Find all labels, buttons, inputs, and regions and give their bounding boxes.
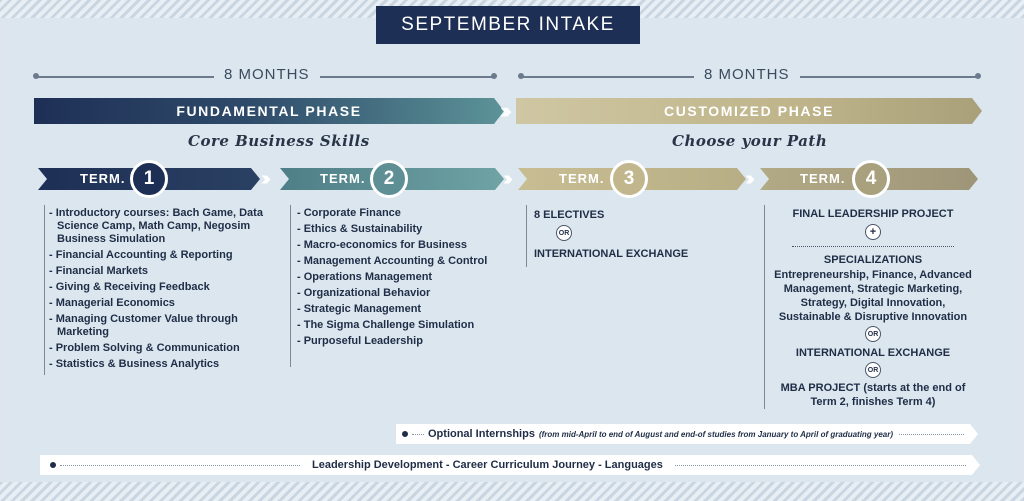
- leadership-bar: Leadership Development - Career Curricul…: [40, 455, 980, 475]
- list-item: - Organizational Behavior: [297, 287, 431, 299]
- customized-phase-banner: CUSTOMIZED PHASE: [516, 98, 982, 124]
- list-item: - Giving & Receiving Feedback: [49, 281, 210, 293]
- list-item: - Statistics & Business Analytics: [49, 358, 220, 370]
- or-badge: OR: [865, 362, 881, 378]
- list-item: - Operations Management: [297, 271, 433, 283]
- final-project-label: FINAL LEADERSHIP PROJECT: [792, 208, 954, 220]
- leadership-label: Leadership Development - Career Curricul…: [312, 459, 663, 471]
- list-item: - Introductory courses: Bach Game, Data …: [49, 207, 263, 245]
- dotted-line: [60, 465, 300, 466]
- chevron-separator-icon: ›››: [503, 168, 513, 190]
- internships-bar: Optional Internships (from mid-April to …: [396, 424, 978, 444]
- term-number-badge: 4: [852, 160, 890, 198]
- exchange-label: INTERNATIONAL EXCHANGE: [534, 248, 689, 260]
- or-badge: OR: [865, 326, 881, 342]
- internships-title: Optional Internships: [428, 428, 535, 440]
- bar-start-dot: [50, 462, 56, 468]
- column-divider: [290, 205, 291, 367]
- specializations-list: Entrepreneurship, Finance, Advanced Mana…: [774, 269, 972, 323]
- dotted-line: [675, 465, 966, 466]
- bottom-stripes: [0, 482, 1024, 501]
- dotted-divider: [792, 246, 954, 247]
- dotted-line: [412, 434, 424, 435]
- column-divider: [526, 205, 527, 267]
- list-item: - Problem Solving & Communication: [49, 342, 240, 354]
- term-number-badge: 2: [370, 160, 408, 198]
- dotted-line: [899, 434, 964, 435]
- list-item: - Purposeful Leadership: [297, 335, 423, 347]
- specializations-title: SPECIALIZATIONS: [823, 254, 923, 266]
- column-divider: [44, 205, 45, 375]
- fundamental-phase-banner: FUNDAMENTAL PHASE: [34, 98, 504, 124]
- list-item: - Corporate Finance: [297, 207, 401, 219]
- list-item: - Management Accounting & Control: [297, 255, 488, 267]
- term-2-course-list: - Corporate Finance - Ethics & Sustainab…: [297, 207, 497, 351]
- term-label: TERM.: [559, 171, 605, 186]
- term-1-course-list: - Introductory courses: Bach Game, Data …: [49, 207, 264, 374]
- list-item: - The Sigma Challenge Simulation: [297, 319, 475, 331]
- chevron-separator-icon: ›››: [500, 98, 512, 123]
- list-item: - Financial Accounting & Reporting: [49, 249, 233, 261]
- or-badge: OR: [556, 225, 572, 241]
- term-number-badge: 1: [130, 160, 168, 198]
- intake-title: SEPTEMBER INTAKE: [376, 6, 640, 44]
- list-item: - Strategic Management: [297, 303, 422, 315]
- chevron-separator-icon: ›››: [261, 168, 271, 190]
- term-label: TERM.: [800, 171, 846, 186]
- term-label: TERM.: [320, 171, 366, 186]
- internships-detail: (from mid-April to end of August and end…: [538, 429, 894, 439]
- list-item: - Ethics & Sustainability: [297, 223, 423, 235]
- chevron-separator-icon: ›››: [745, 168, 755, 190]
- exchange-label: INTERNATIONAL EXCHANGE: [795, 347, 951, 359]
- list-item: - Managing Customer Value through Market…: [49, 313, 238, 338]
- column-divider: [764, 205, 765, 409]
- term-label: TERM.: [80, 171, 126, 186]
- term-number-badge: 3: [610, 160, 648, 198]
- phase-subtitle-1: Core Business Skills: [188, 132, 370, 150]
- duration-label-1: 8 MONTHS: [214, 66, 320, 83]
- duration-label-2: 8 MONTHS: [694, 66, 800, 83]
- bar-start-dot: [402, 431, 408, 437]
- electives-label: 8 ELECTIVES: [534, 209, 605, 221]
- plus-icon: +: [865, 224, 881, 240]
- phase-label: CUSTOMIZED PHASE: [663, 103, 835, 119]
- phase-subtitle-2: Choose your Path: [672, 132, 828, 150]
- ruler-end-dot: [975, 73, 981, 79]
- phase-label: FUNDAMENTAL PHASE: [176, 103, 362, 119]
- list-item: - Financial Markets: [49, 265, 149, 277]
- list-item: - Managerial Economics: [49, 297, 175, 309]
- background-panel: [10, 18, 1014, 482]
- mba-project-label: MBA PROJECT (starts at the end of Term 2…: [780, 382, 966, 408]
- list-item: - Macro-economics for Business: [297, 239, 467, 251]
- ruler-end-dot: [491, 73, 497, 79]
